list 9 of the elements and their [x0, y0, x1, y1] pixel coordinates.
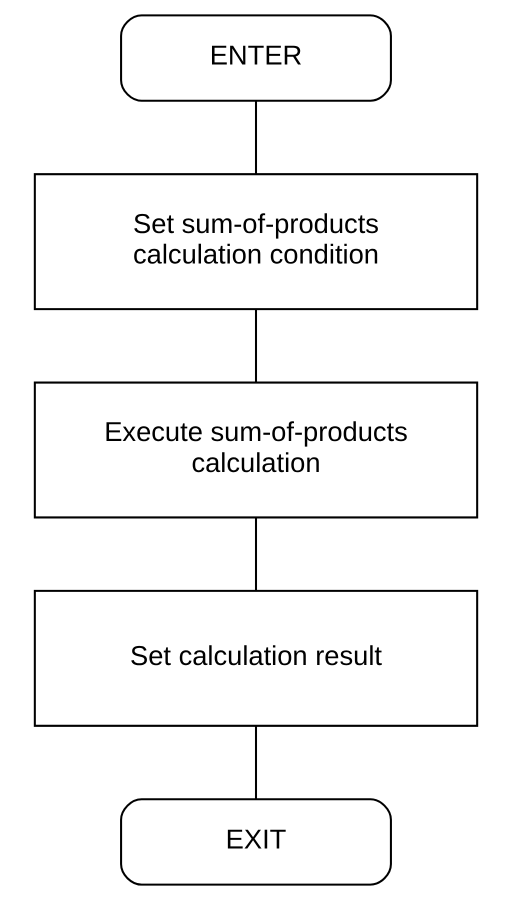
connector — [254, 309, 258, 382]
connector — [254, 726, 258, 799]
connector — [254, 518, 258, 591]
node-box: ENTER — [120, 14, 392, 102]
node-box: Set calculation result — [34, 590, 478, 727]
node-box: Set sum-of-products calculation condition — [34, 173, 478, 310]
node-box: Execute sum-of-products calculation — [34, 382, 478, 518]
connector — [254, 101, 258, 174]
node-box: EXIT — [120, 798, 392, 886]
